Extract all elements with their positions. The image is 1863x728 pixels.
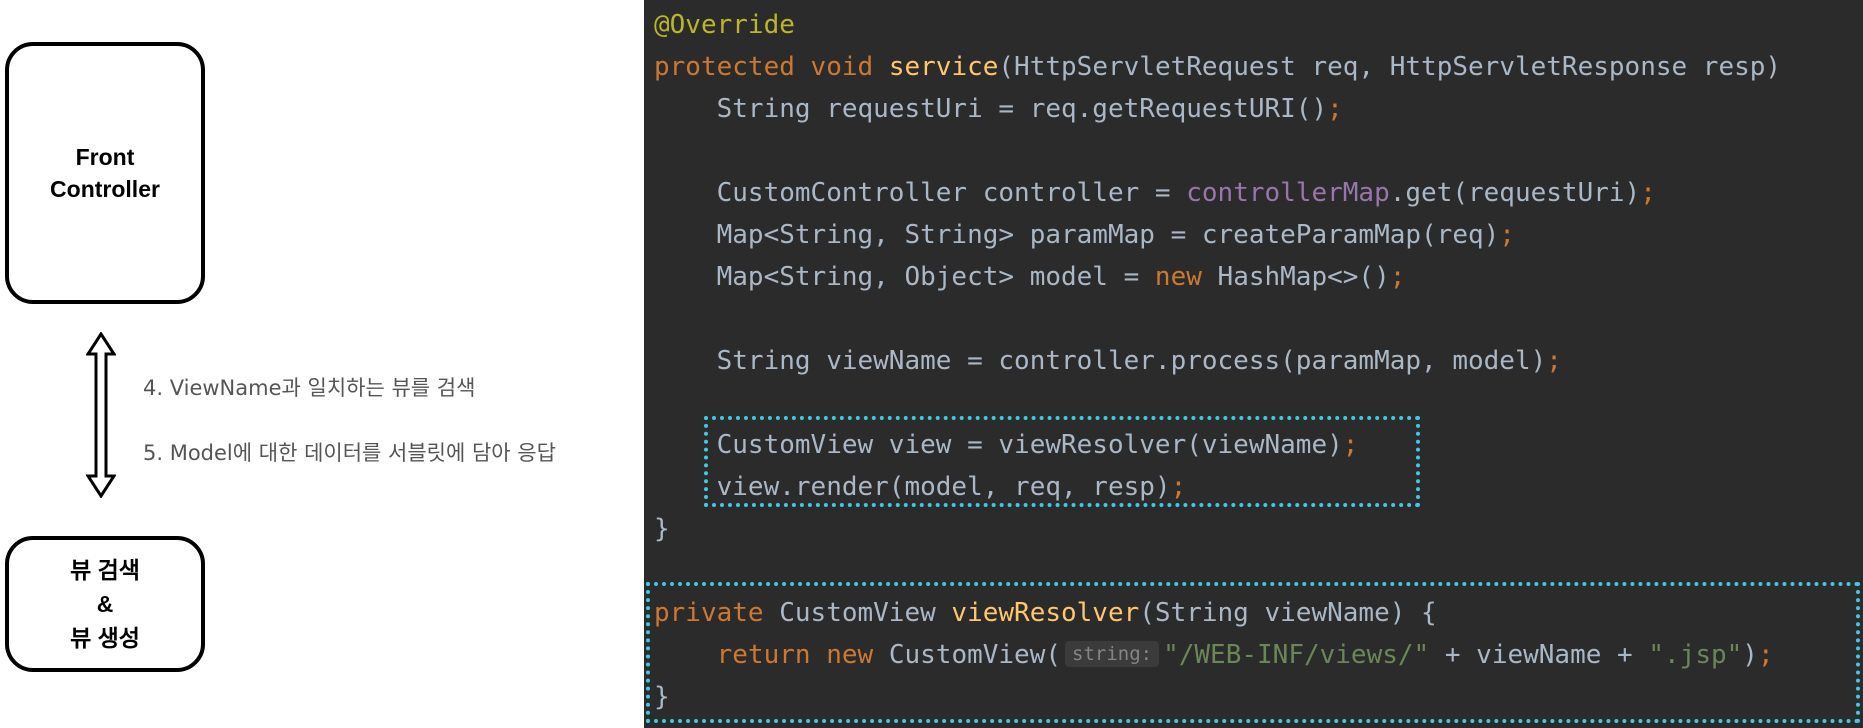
front-controller-box: Front Controller xyxy=(5,42,205,304)
code-line-9: String viewName = controller.process(par… xyxy=(716,346,1562,376)
highlight-viewresolver-method xyxy=(646,582,1860,723)
front-controller-label-line2: Controller xyxy=(50,176,160,202)
code-line-17: } xyxy=(654,682,670,712)
view-box-line3: 뷰 생성 xyxy=(70,625,140,651)
code-line-7: Map<String, Object> model = new HashMap<… xyxy=(716,262,1406,292)
highlight-render-block xyxy=(704,416,1420,507)
code-line-blank xyxy=(654,298,1781,340)
view-resolve-box: 뷰 검색 & 뷰 생성 xyxy=(5,536,205,672)
code-line-blank xyxy=(654,130,1781,172)
view-box-line1: 뷰 검색 xyxy=(70,557,140,583)
code-line-13: } xyxy=(654,514,670,544)
front-controller-label-line1: Front xyxy=(75,144,135,170)
parameter-hint: string: xyxy=(1065,641,1160,667)
code-line-3: String requestUri = req.getRequestURI(); xyxy=(716,94,1343,124)
code-block: @Override protected void service(HttpServ… xyxy=(654,4,1781,718)
code-line-11: CustomView view = viewResolver(viewName)… xyxy=(716,430,1359,460)
code-line-1: @Override xyxy=(654,10,795,40)
step-5-text: 5. Model에 대한 데이터를 서블릿에 담아 응답 xyxy=(143,441,556,465)
view-box-line2: & xyxy=(96,591,114,617)
double-arrow xyxy=(86,332,116,498)
step-4-text: 4. ViewName과 일치하는 뷰를 검색 xyxy=(143,376,476,400)
code-line-6: Map<String, String> paramMap = createPar… xyxy=(716,220,1515,250)
code-line-12: view.render(model, req, resp); xyxy=(716,472,1187,502)
code-line-16: return new CustomView(string:"/WEB-INF/v… xyxy=(716,640,1774,670)
code-line-15: private CustomView viewResolver(String v… xyxy=(654,598,1437,628)
code-line-2: protected void service(HttpServletReques… xyxy=(654,52,1782,82)
code-line-5: CustomController controller = controller… xyxy=(716,178,1656,208)
code-panel: @Override protected void service(HttpServ… xyxy=(644,0,1863,728)
